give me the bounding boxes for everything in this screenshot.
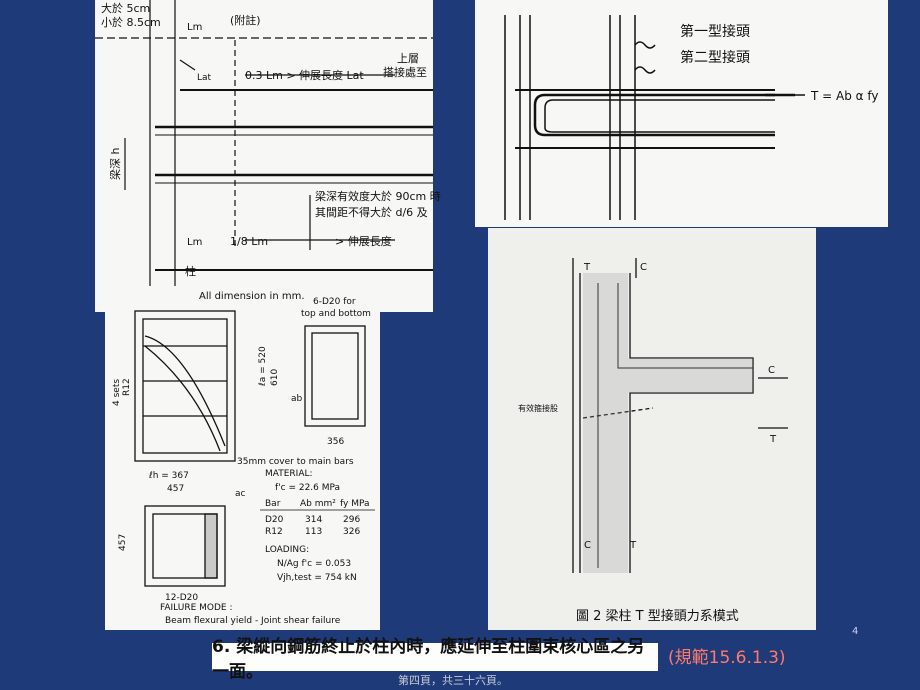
joint-zone-label: 有效箍接股 — [518, 403, 558, 413]
tension-top-label: T — [583, 262, 591, 273]
slide-caption-box: 6. 梁縱向鋼筋終止於柱內時，應延伸至柱圍束核心區之另一面。 — [212, 637, 658, 682]
bars-top-label-2: top and bottom — [301, 309, 371, 319]
joint-type-drawing: 第一型接頭 第二型接頭 T = Ab α fy — [504, 15, 879, 220]
beam-depth-label: 梁深 h — [108, 148, 122, 180]
tension-right-label: T — [769, 434, 777, 445]
table-head-ab: Ab mm² — [300, 499, 336, 509]
material-label: MATERIAL: — [265, 469, 313, 479]
ab-label: ab — [291, 394, 303, 404]
extend-label: 0.3 Lm > 伸展長度 Lat — [245, 68, 364, 82]
lh-label: ℓh = 367 — [148, 471, 189, 481]
dim-label-2: 小於 8.5cm — [101, 15, 161, 29]
eighth-lm-label: 1/8 Lm — [230, 235, 268, 248]
height-457-label: 457 — [118, 534, 128, 551]
compression-right-label: C — [768, 365, 775, 376]
compression-bottom-label: C — [584, 540, 591, 551]
fc-label: f'c = 22.6 MPa — [275, 483, 340, 493]
height-610-label: 610 — [270, 369, 280, 386]
table-cell: 314 — [305, 515, 322, 525]
table-cell: 113 — [305, 527, 322, 537]
table-cell: 296 — [343, 515, 360, 525]
joint-type-1-label: 第一型接頭 — [680, 23, 750, 40]
sets-label: 4 sets — [112, 379, 122, 406]
shear-label: Vjh,test = 754 kN — [277, 573, 357, 583]
width-457-label: 457 — [167, 484, 184, 494]
note-tag: (附註) — [230, 13, 261, 27]
t-joint-figure: T C C T C T 有效箍接股 圖 2 梁柱 T 型接頭力系模式 — [488, 228, 816, 630]
bars-12-label: 12-D20 — [165, 593, 198, 603]
axial-ratio-label: N/Ag f'c = 0.053 — [277, 559, 351, 569]
specimen-figure: All dimension in mm. 6-D20 for top and b… — [105, 286, 380, 630]
lat-label: Lat — [197, 73, 212, 83]
table-head-bar: Bar — [265, 499, 281, 509]
dimension-note: All dimension in mm. — [199, 291, 305, 302]
slide-caption: 6. 梁縱向鋼筋終止於柱內時，應延伸至柱圍束核心區之另一面。 — [212, 637, 645, 682]
r12-label: R12 — [122, 378, 132, 396]
extension-length-label: > 伸展長度 — [335, 234, 392, 248]
beam-detail-figure: 大於 5cm 小於 8.5cm Lm (附註) Lat 0.3 Lm > 伸展長… — [95, 0, 441, 312]
cover-label: 35mm cover to main bars — [237, 457, 354, 467]
dim-label-1: 大於 5cm — [101, 1, 150, 15]
width-356-label: 356 — [327, 437, 344, 447]
table-head-fy: fy MPa — [340, 499, 370, 509]
specimen-drawing: All dimension in mm. 6-D20 for top and b… — [112, 291, 375, 626]
code-reference: (規範15.6.1.3) — [668, 648, 786, 668]
table-cell: R12 — [265, 527, 283, 537]
column-label: 柱 — [185, 264, 196, 278]
t-joint-drawing: T C C T C T 有效箍接股 圖 2 梁柱 T 型接頭力系模式 — [518, 258, 788, 624]
table-cell: 326 — [343, 527, 360, 537]
spacing-note-2: 其間距不得大於 d/6 及 — [315, 205, 428, 219]
tension-bottom-label: T — [629, 540, 637, 551]
spacing-note-1: 梁深有效度大於 90cm 時 — [315, 189, 441, 203]
anchor-length-label: ℓa = 520 — [258, 346, 268, 387]
failure-desc: Beam flexural yield - Joint shear failur… — [165, 616, 341, 626]
loading-label: LOADING: — [265, 545, 309, 555]
upper-label-1: 上層 — [397, 52, 419, 65]
upper-label-2: 搭接處至 — [383, 65, 427, 79]
footer-page-info: 第四頁，共三十六頁。 — [398, 674, 508, 687]
failure-mode-label: FAILURE MODE : — [160, 603, 232, 613]
table-cell: D20 — [265, 515, 284, 525]
page-number: 4 — [852, 626, 859, 637]
joint-type-2-label: 第二型接頭 — [680, 49, 750, 66]
compression-top-label: C — [640, 262, 647, 273]
joint-type-figure: 第一型接頭 第二型接頭 T = Ab α fy — [475, 0, 888, 227]
ac-label: ac — [235, 489, 246, 499]
figure-caption: 圖 2 梁柱 T 型接頭力系模式 — [576, 608, 739, 624]
lm-label-top: Lm — [187, 22, 202, 33]
lm-label-bottom: Lm — [187, 237, 202, 248]
tension-formula: T = Ab α fy — [810, 89, 879, 103]
beam-detail-drawing: 大於 5cm 小於 8.5cm Lm (附註) Lat 0.3 Lm > 伸展長… — [95, 0, 441, 312]
bars-top-label: 6-D20 for — [313, 297, 356, 307]
